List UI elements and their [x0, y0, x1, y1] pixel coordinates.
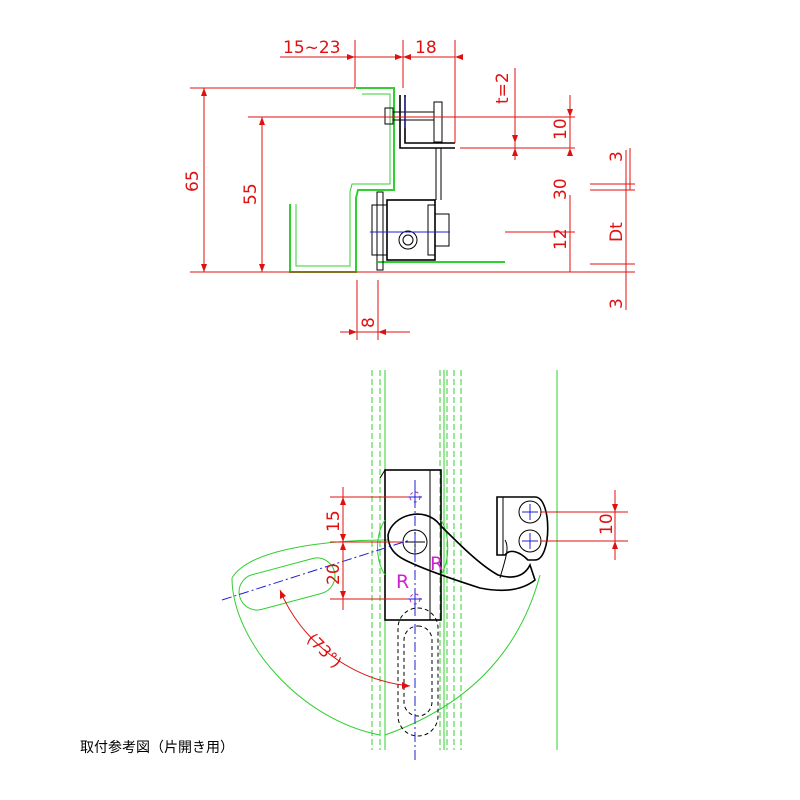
frame-profile [289, 87, 395, 273]
dim-30: 30 [551, 178, 571, 200]
r-label-1: R [396, 571, 409, 593]
top-section-view: 15~23 18 t=2 65 55 10 3 30 Dt 12 3 8 [183, 38, 635, 340]
screw-shaft [393, 111, 434, 121]
swing-handle-outline [238, 557, 336, 611]
bracket-rod [435, 148, 442, 200]
dim-20: 20 [324, 563, 344, 585]
dim-3-top: 3 [607, 151, 627, 162]
slide-slot-outer [397, 607, 439, 737]
drawing-caption: 取付参考図（片開き用） [80, 739, 234, 756]
dim-8: 8 [359, 317, 379, 328]
keeper-body [496, 496, 549, 561]
dim-thickness: t=2 [493, 72, 513, 104]
angled-centerline [221, 539, 411, 601]
lock-plate-curve [377, 519, 449, 576]
lock-knob [434, 213, 450, 247]
dim-angle: (73°) [303, 629, 345, 671]
swing-envelope [231, 539, 541, 736]
lock-plate-edge [379, 469, 431, 620]
latch-arm-inner [499, 539, 508, 579]
dim-12: 12 [551, 228, 571, 250]
dim-height-55: 55 [241, 183, 261, 205]
slide-slot-inner [403, 625, 433, 717]
r-label-2: R [430, 553, 443, 575]
keeper-screw-cross [522, 504, 538, 549]
latch-arm [387, 513, 536, 592]
bracket-washer [433, 101, 443, 143]
angle-arrows [280, 590, 410, 689]
lock-screw-icon [398, 230, 418, 250]
front-elevation-view: R R 15 20 10 (73°) [221, 370, 628, 760]
dim-3-bottom: 3 [607, 298, 627, 309]
lock-side [427, 204, 436, 256]
dim-lines-front [330, 487, 628, 610]
dim-10-right: 10 [597, 513, 617, 535]
dim-width-18: 18 [415, 38, 437, 58]
frame-profile-inner [295, 93, 391, 267]
dim-width-range: 15~23 [283, 38, 341, 58]
lock-centerline [370, 97, 450, 233]
lock-plate [384, 469, 442, 621]
lock-mount-plate [371, 204, 388, 256]
lock-screw-inner [402, 234, 414, 246]
dim-lines-top [190, 40, 635, 340]
dim-15: 15 [324, 510, 344, 532]
dim-10-top: 10 [551, 118, 571, 140]
dim-height-65: 65 [183, 170, 203, 192]
angle-arc [279, 589, 411, 687]
bracket-plate [399, 95, 455, 149]
dim-dt: Dt [607, 222, 627, 242]
screw-cross-marks [408, 490, 422, 606]
screw-head [384, 107, 394, 125]
lock-base-plate [376, 191, 384, 271]
